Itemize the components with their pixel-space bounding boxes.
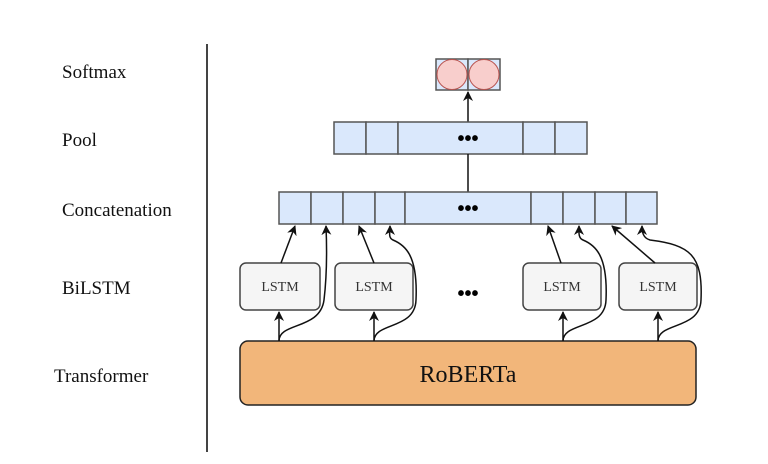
lstm-ellipsis: ••• (457, 283, 478, 305)
roberta-to-lstm-arrows (274, 311, 663, 341)
svg-text:LSTM: LSTM (355, 280, 393, 295)
lstm-to-concat-arrows (280, 225, 656, 264)
skip-connection-arrows (278, 225, 702, 342)
concatenation-vector: ••• (278, 191, 658, 225)
layer-label-pool: Pool (62, 130, 97, 151)
arrow-lstm2-concat (357, 225, 375, 264)
svg-text:RoBERTa: RoBERTa (420, 362, 517, 388)
svg-text:LSTM: LSTM (543, 280, 581, 295)
arrow-lstm4-concat (611, 225, 656, 264)
skip-arrow-1 (278, 225, 332, 342)
softmax-node-2 (468, 59, 500, 90)
softmax-output (435, 58, 501, 91)
concatenation-ellipsis: ••• (457, 198, 478, 220)
lstm-block-3: LSTM (522, 262, 602, 311)
pool-vector: ••• (333, 121, 588, 155)
roberta-block: RoBERTa (239, 340, 697, 406)
layer-label-transformer: Transformer (54, 366, 149, 387)
layer-label-softmax: Softmax (62, 62, 127, 83)
lstm-block-4: LSTM (618, 262, 698, 311)
svg-text:LSTM: LSTM (261, 280, 299, 295)
svg-text:LSTM: LSTM (639, 280, 677, 295)
lstm-block-1: LSTM (239, 262, 321, 311)
skip-arrow-2 (373, 225, 417, 342)
lstm-block-2: LSTM (334, 262, 414, 311)
arrow-lstm1-concat (280, 225, 297, 264)
layer-label-bilstm: BiLSTM (62, 278, 131, 299)
arrow-lstm3-concat (546, 225, 562, 264)
skip-arrow-3 (562, 225, 607, 342)
pool-ellipsis: ••• (457, 128, 478, 150)
layer-label-concatenation: Concatenation (62, 200, 172, 221)
skip-arrow-4 (637, 225, 702, 342)
softmax-node-1 (436, 59, 468, 90)
